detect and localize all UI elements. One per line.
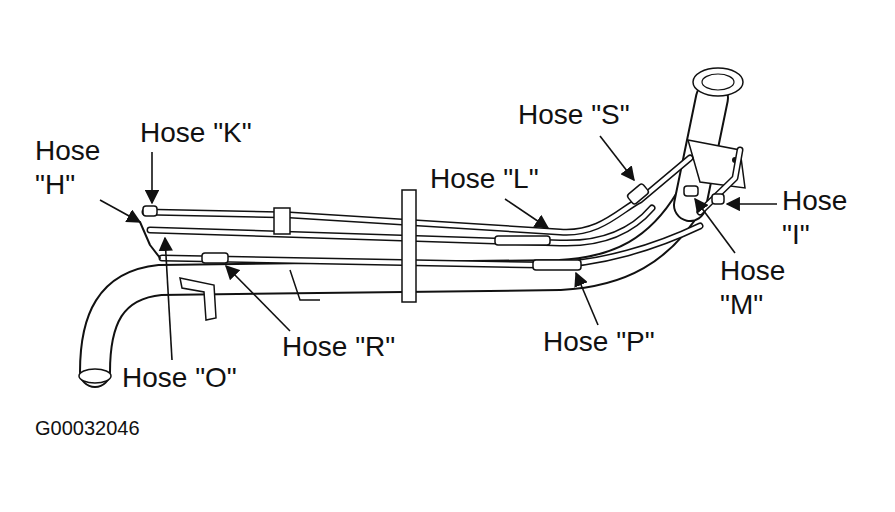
part-label: Hose "O" <box>122 361 237 395</box>
filler-tube <box>95 98 712 372</box>
clip-bracket <box>274 208 290 234</box>
part-label: Hose "I" <box>782 184 862 251</box>
leader-line <box>505 199 548 228</box>
part-label: Hose "M" <box>720 254 802 321</box>
part-label: Hose "R" <box>282 330 395 364</box>
leader-line <box>695 199 735 253</box>
part-label: Hose "L" <box>430 162 539 196</box>
brackets <box>180 190 416 320</box>
clip <box>290 270 320 300</box>
leader-line <box>727 203 777 205</box>
hose-sleeves <box>143 183 724 270</box>
leader-line <box>576 273 598 325</box>
strap-bracket <box>402 190 416 302</box>
leader-line <box>226 266 290 331</box>
hose-lines <box>140 150 740 265</box>
filler-flange <box>693 68 743 96</box>
leader-line <box>100 200 140 222</box>
leader-line <box>600 136 634 180</box>
figure-id: G00032046 <box>35 416 140 440</box>
part-label: Hose "K" <box>140 116 252 150</box>
leader-line <box>165 238 172 360</box>
leader-arrows <box>100 136 777 360</box>
tube-opening <box>79 369 111 383</box>
filler-opening <box>702 74 734 90</box>
leader-line <box>151 152 153 203</box>
part-label: Hose "H" <box>35 134 117 201</box>
part-label: Hose "P" <box>543 325 655 359</box>
part-label: Hose "S" <box>518 98 630 132</box>
mount-bracket <box>180 278 216 320</box>
